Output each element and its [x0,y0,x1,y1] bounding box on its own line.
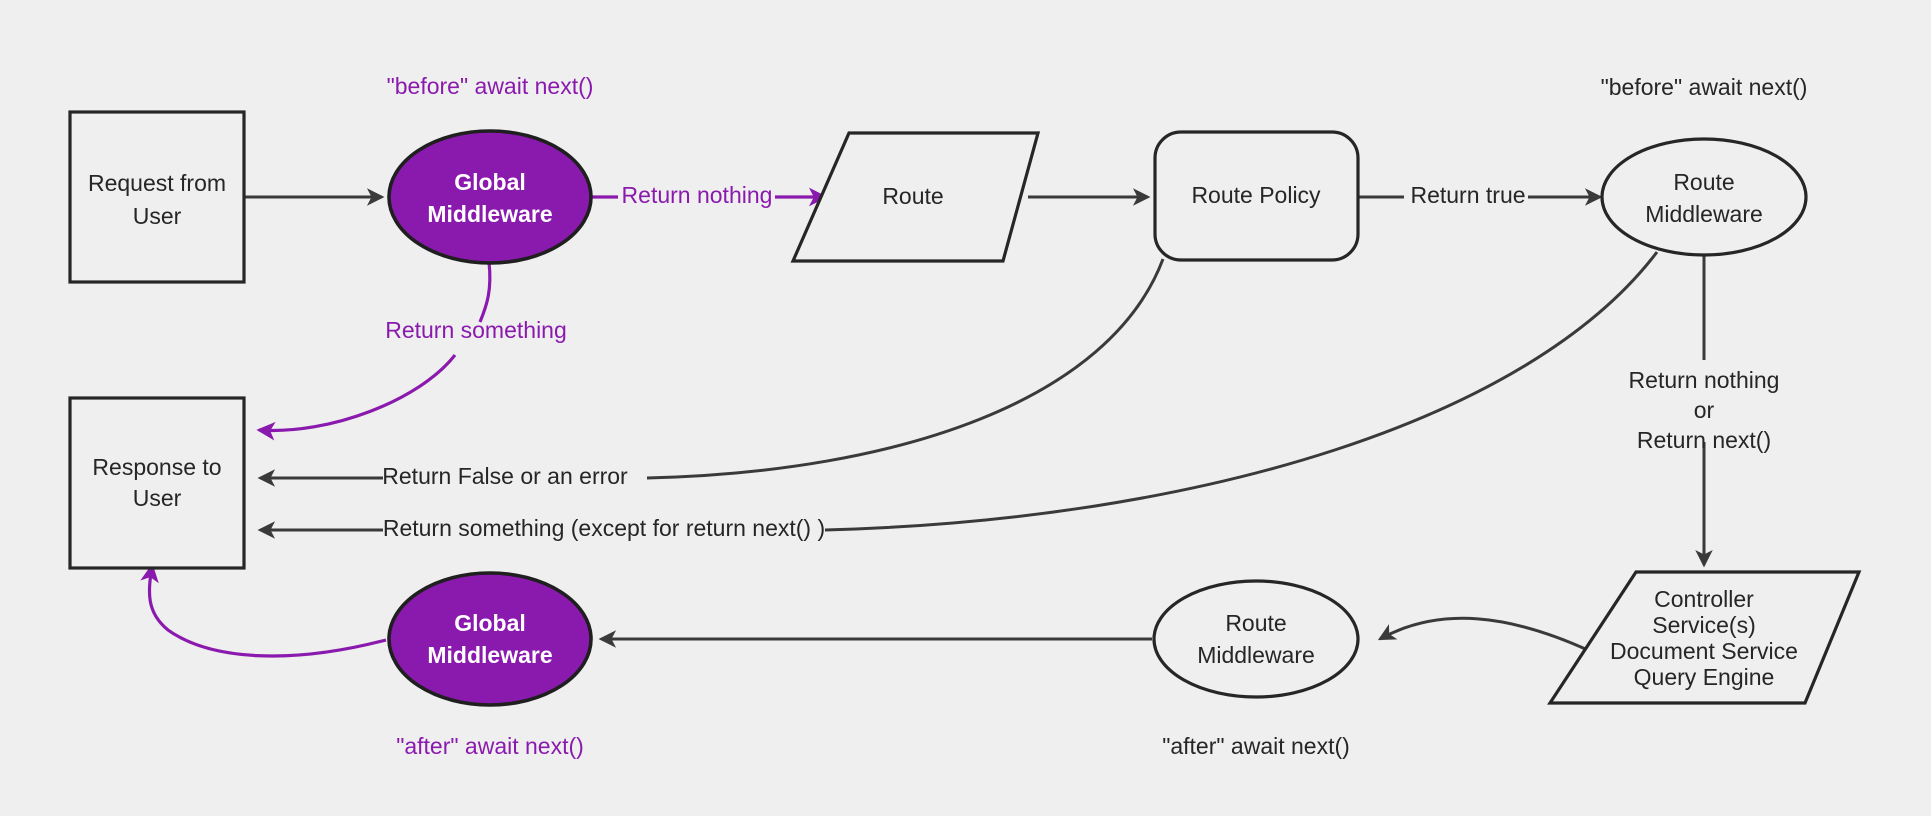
annotation-before-await-next-global: "before" await next() [387,73,594,99]
controller-line4: Query Engine [1634,664,1775,690]
node-controller-services[interactable]: Controller Service(s) Document Service Q… [1547,570,1862,705]
edge-label-return-nothing-or-next-3: Return next() [1637,427,1771,453]
edge-label-return-something-except-next: Return something (except for return next… [383,515,825,541]
route-middleware-top-line2: Middleware [1645,201,1763,227]
node-route-policy[interactable]: Route Policy [1153,130,1360,262]
annotation-before-await-next-route: "before" await next() [1601,74,1808,100]
route-middleware-bottom-line2: Middleware [1197,642,1315,668]
edge-label-return-nothing-or-next-2: or [1694,397,1715,423]
annotation-after-await-next-route: "after" await next() [1162,733,1350,759]
node-request-from-user[interactable]: Request from User [68,110,246,284]
global-middleware-bottom-line1: Global [454,610,526,636]
edge-label-return-nothing: Return nothing [622,182,773,208]
edge-label-return-something: Return something [385,317,567,343]
route-label: Route [882,183,943,209]
controller-line1: Controller [1654,586,1754,612]
response-to-user-line1: Response to [92,454,221,480]
edge-controller-to-route-middleware-bottom [1377,616,1593,654]
global-middleware-top-line1: Global [454,169,526,195]
request-from-user-line1: Request from [88,170,226,196]
edge-global-middleware-to-response-tail [256,354,457,441]
edge-route-middleware-to-response [824,251,1659,532]
controller-line3: Document Service [1610,638,1798,664]
request-from-user-line2: User [133,203,182,229]
node-route-middleware-bottom[interactable]: Route Middleware [1152,579,1360,699]
edge-label-return-true: Return true [1410,182,1525,208]
edge-label-return-nothing-or-next-1: Return nothing [1629,367,1780,393]
node-global-middleware-bottom[interactable]: Global Middleware [387,571,593,707]
annotation-after-await-next-global: "after" await next() [396,733,584,759]
controller-line2: Service(s) [1652,612,1756,638]
global-middleware-bottom-line2: Middleware [427,642,552,668]
edge-global-middleware-bottom-to-response [140,563,387,658]
edge-route-policy-to-response [646,258,1165,480]
node-global-middleware-top[interactable]: Global Middleware [387,129,593,265]
response-to-user-line2: User [133,485,182,511]
route-policy-label: Route Policy [1191,182,1321,208]
route-middleware-bottom-line1: Route [1225,610,1286,636]
edge-label-return-false-or-error: Return False or an error [382,463,628,489]
node-response-to-user[interactable]: Response to User [68,396,246,570]
global-middleware-top-line2: Middleware [427,201,552,227]
node-route-middleware-top[interactable]: Route Middleware [1600,137,1808,257]
node-route[interactable]: Route [790,131,1041,263]
route-middleware-top-line1: Route [1673,169,1734,195]
edge-global-middleware-to-response [478,261,492,323]
